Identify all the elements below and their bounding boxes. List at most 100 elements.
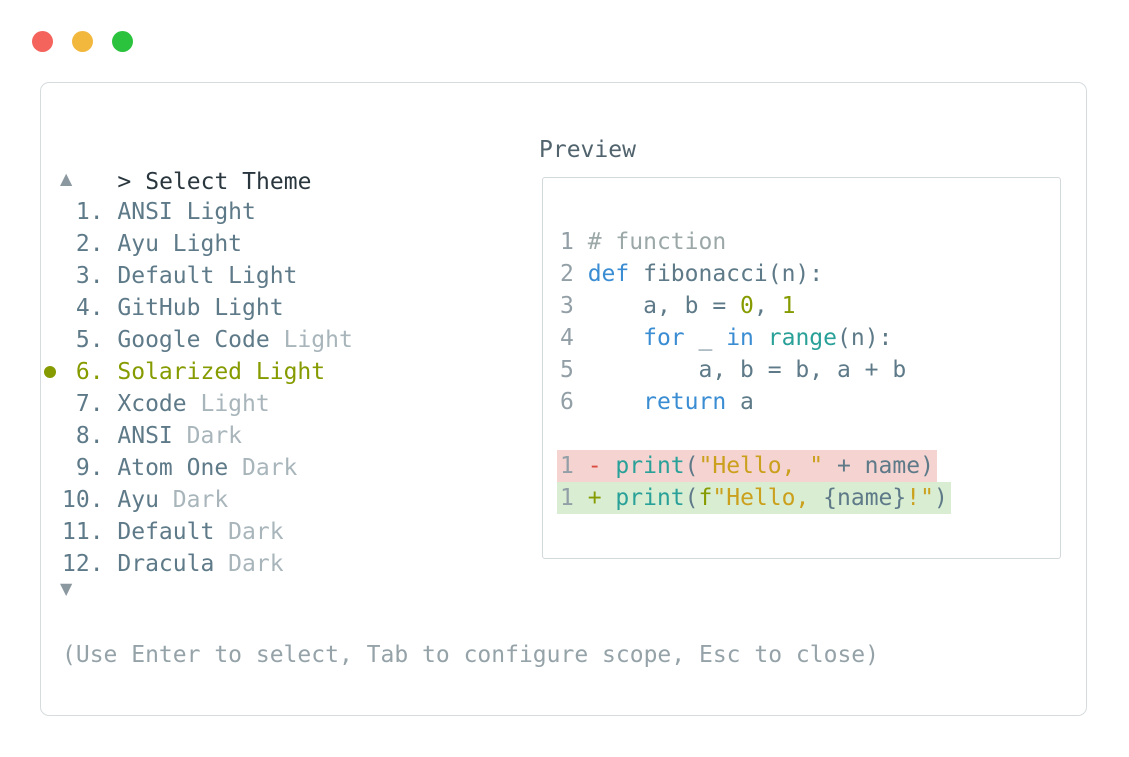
theme-option-name: GitHub xyxy=(117,295,215,321)
theme-option-variant: Dark xyxy=(186,423,243,449)
theme-option-9[interactable]: 9. Atom One Dark xyxy=(62,452,353,484)
theme-option-11[interactable]: 11. Default Dark xyxy=(62,516,353,548)
theme-option-number: 1. xyxy=(62,199,118,225)
theme-option-name: Solarized xyxy=(117,359,256,385)
theme-option-12[interactable]: 12. Dracula Dark xyxy=(62,548,353,580)
theme-option-number: 6. xyxy=(62,359,118,385)
code-line-7 xyxy=(560,418,948,450)
token-fn: range xyxy=(767,325,837,351)
theme-option-7[interactable]: 7. Xcode Light xyxy=(62,388,353,420)
token-num: f xyxy=(698,485,713,511)
minimize-button[interactable] xyxy=(72,31,93,52)
theme-option-number: 5. xyxy=(62,327,118,353)
theme-option-variant: Light xyxy=(214,295,284,321)
theme-option-6[interactable]: 6. Solarized Light xyxy=(62,356,353,388)
theme-option-number: 9. xyxy=(62,455,118,481)
theme-option-name: Dracula xyxy=(117,551,229,577)
token-str: "Hello, xyxy=(712,485,824,511)
theme-option-8[interactable]: 8. ANSI Dark xyxy=(62,420,353,452)
diff-highlight-removed: 1 - print("Hello, " + name) xyxy=(557,450,937,482)
theme-option-3[interactable]: 3. Default Light xyxy=(62,260,353,292)
theme-option-name: ANSI xyxy=(117,199,187,225)
theme-option-10[interactable]: 10. Ayu Dark xyxy=(62,484,353,516)
scroll-down-icon[interactable]: ▼ xyxy=(60,579,73,598)
page-title: Select Theme xyxy=(145,169,312,195)
code-line-3: 3 a, b = 0, 1 xyxy=(560,290,948,322)
token-plus: + xyxy=(587,485,616,511)
theme-option-variant: Dark xyxy=(228,519,284,545)
theme-option-1[interactable]: 1. ANSI Light xyxy=(62,196,353,228)
theme-option-number: 11. xyxy=(62,519,118,545)
diff-line-removed: 1 - print("Hello, " + name) xyxy=(557,450,948,482)
token-ln: 5 xyxy=(560,357,588,383)
token-minus: - xyxy=(587,453,616,479)
prompt-caret: > xyxy=(117,169,132,195)
code-line-4: 4 for _ in range(n): xyxy=(560,322,948,354)
token-ln: 2 xyxy=(560,261,588,287)
scroll-up-icon[interactable]: ▲ xyxy=(60,169,73,188)
theme-option-4[interactable]: 4. GitHub Light xyxy=(62,292,353,324)
token-ln: 3 xyxy=(560,293,588,319)
theme-option-2[interactable]: 2. Ayu Light xyxy=(62,228,353,260)
token-kw: for xyxy=(643,325,685,351)
theme-option-name: Google Code xyxy=(117,327,284,353)
token-plain: ( xyxy=(684,453,699,479)
token-plain xyxy=(588,389,643,415)
theme-option-name: Default xyxy=(117,263,229,289)
theme-option-variant: Light xyxy=(172,231,243,257)
token-plain: a xyxy=(726,389,754,415)
theme-option-variant: Dark xyxy=(228,551,284,577)
token-ln: 1 xyxy=(560,485,588,511)
code-line-2: 2 def fibonacci(n): xyxy=(560,258,948,290)
theme-option-number: 3. xyxy=(62,263,118,289)
theme-option-name: Atom One xyxy=(117,455,243,481)
theme-option-variant: Dark xyxy=(242,455,298,481)
window-controls xyxy=(32,31,133,52)
token-plain: fibonacci(n): xyxy=(629,261,824,287)
diff-highlight-added: 1 + print(f"Hello, {name}!") xyxy=(557,482,951,514)
token-plain: a, b = b, a + b xyxy=(587,357,907,383)
token-kw: def xyxy=(587,261,630,287)
token-num: 1 xyxy=(781,293,796,319)
token-plain: + name) xyxy=(823,453,934,479)
token-plain: , xyxy=(753,293,782,319)
theme-option-number: 10. xyxy=(62,487,118,513)
token-ln: 6 xyxy=(560,389,588,415)
dialog-header: > Select Theme xyxy=(62,134,311,230)
theme-option-number: 2. xyxy=(62,231,118,257)
theme-option-name: Default xyxy=(117,519,229,545)
code-line-6: 6 return a xyxy=(560,386,948,418)
preview-label: Preview xyxy=(539,137,636,163)
theme-list: 1. ANSI Light 2. Ayu Light 3. Default Li… xyxy=(62,196,353,580)
token-str: "Hello, " xyxy=(698,453,824,479)
theme-option-name: Xcode xyxy=(117,391,201,417)
token-fn: print xyxy=(615,485,685,511)
theme-option-variant: Dark xyxy=(172,487,229,513)
token-ln: 1 xyxy=(560,453,588,479)
token-fn: print xyxy=(615,453,685,479)
theme-option-variant: Light xyxy=(200,391,270,417)
token-plain xyxy=(588,325,643,351)
close-button[interactable] xyxy=(32,31,53,52)
token-ln: 4 xyxy=(560,325,588,351)
token-plain: a, b = xyxy=(587,293,741,319)
theme-option-number: 4. xyxy=(62,295,118,321)
theme-option-5[interactable]: 5. Google Code Light xyxy=(62,324,353,356)
help-text: (Use Enter to select, Tab to configure s… xyxy=(62,642,879,668)
selected-theme-bullet-icon xyxy=(44,366,56,378)
token-comment: # function xyxy=(587,229,727,255)
theme-option-variant: Light xyxy=(255,359,326,385)
token-plain: (n): xyxy=(837,325,893,351)
code-line-1: 1 # function xyxy=(560,226,948,258)
token-kw: in xyxy=(726,325,754,351)
maximize-button[interactable] xyxy=(112,31,133,52)
token-plain: _ xyxy=(684,325,727,351)
diff-line-added: 1 + print(f"Hello, {name}!") xyxy=(557,482,951,514)
theme-option-variant: Light xyxy=(283,327,353,353)
theme-option-number: 7. xyxy=(62,391,118,417)
theme-option-variant: Light xyxy=(228,263,298,289)
token-plain: ) xyxy=(933,485,948,511)
token-str: !" xyxy=(906,485,934,511)
